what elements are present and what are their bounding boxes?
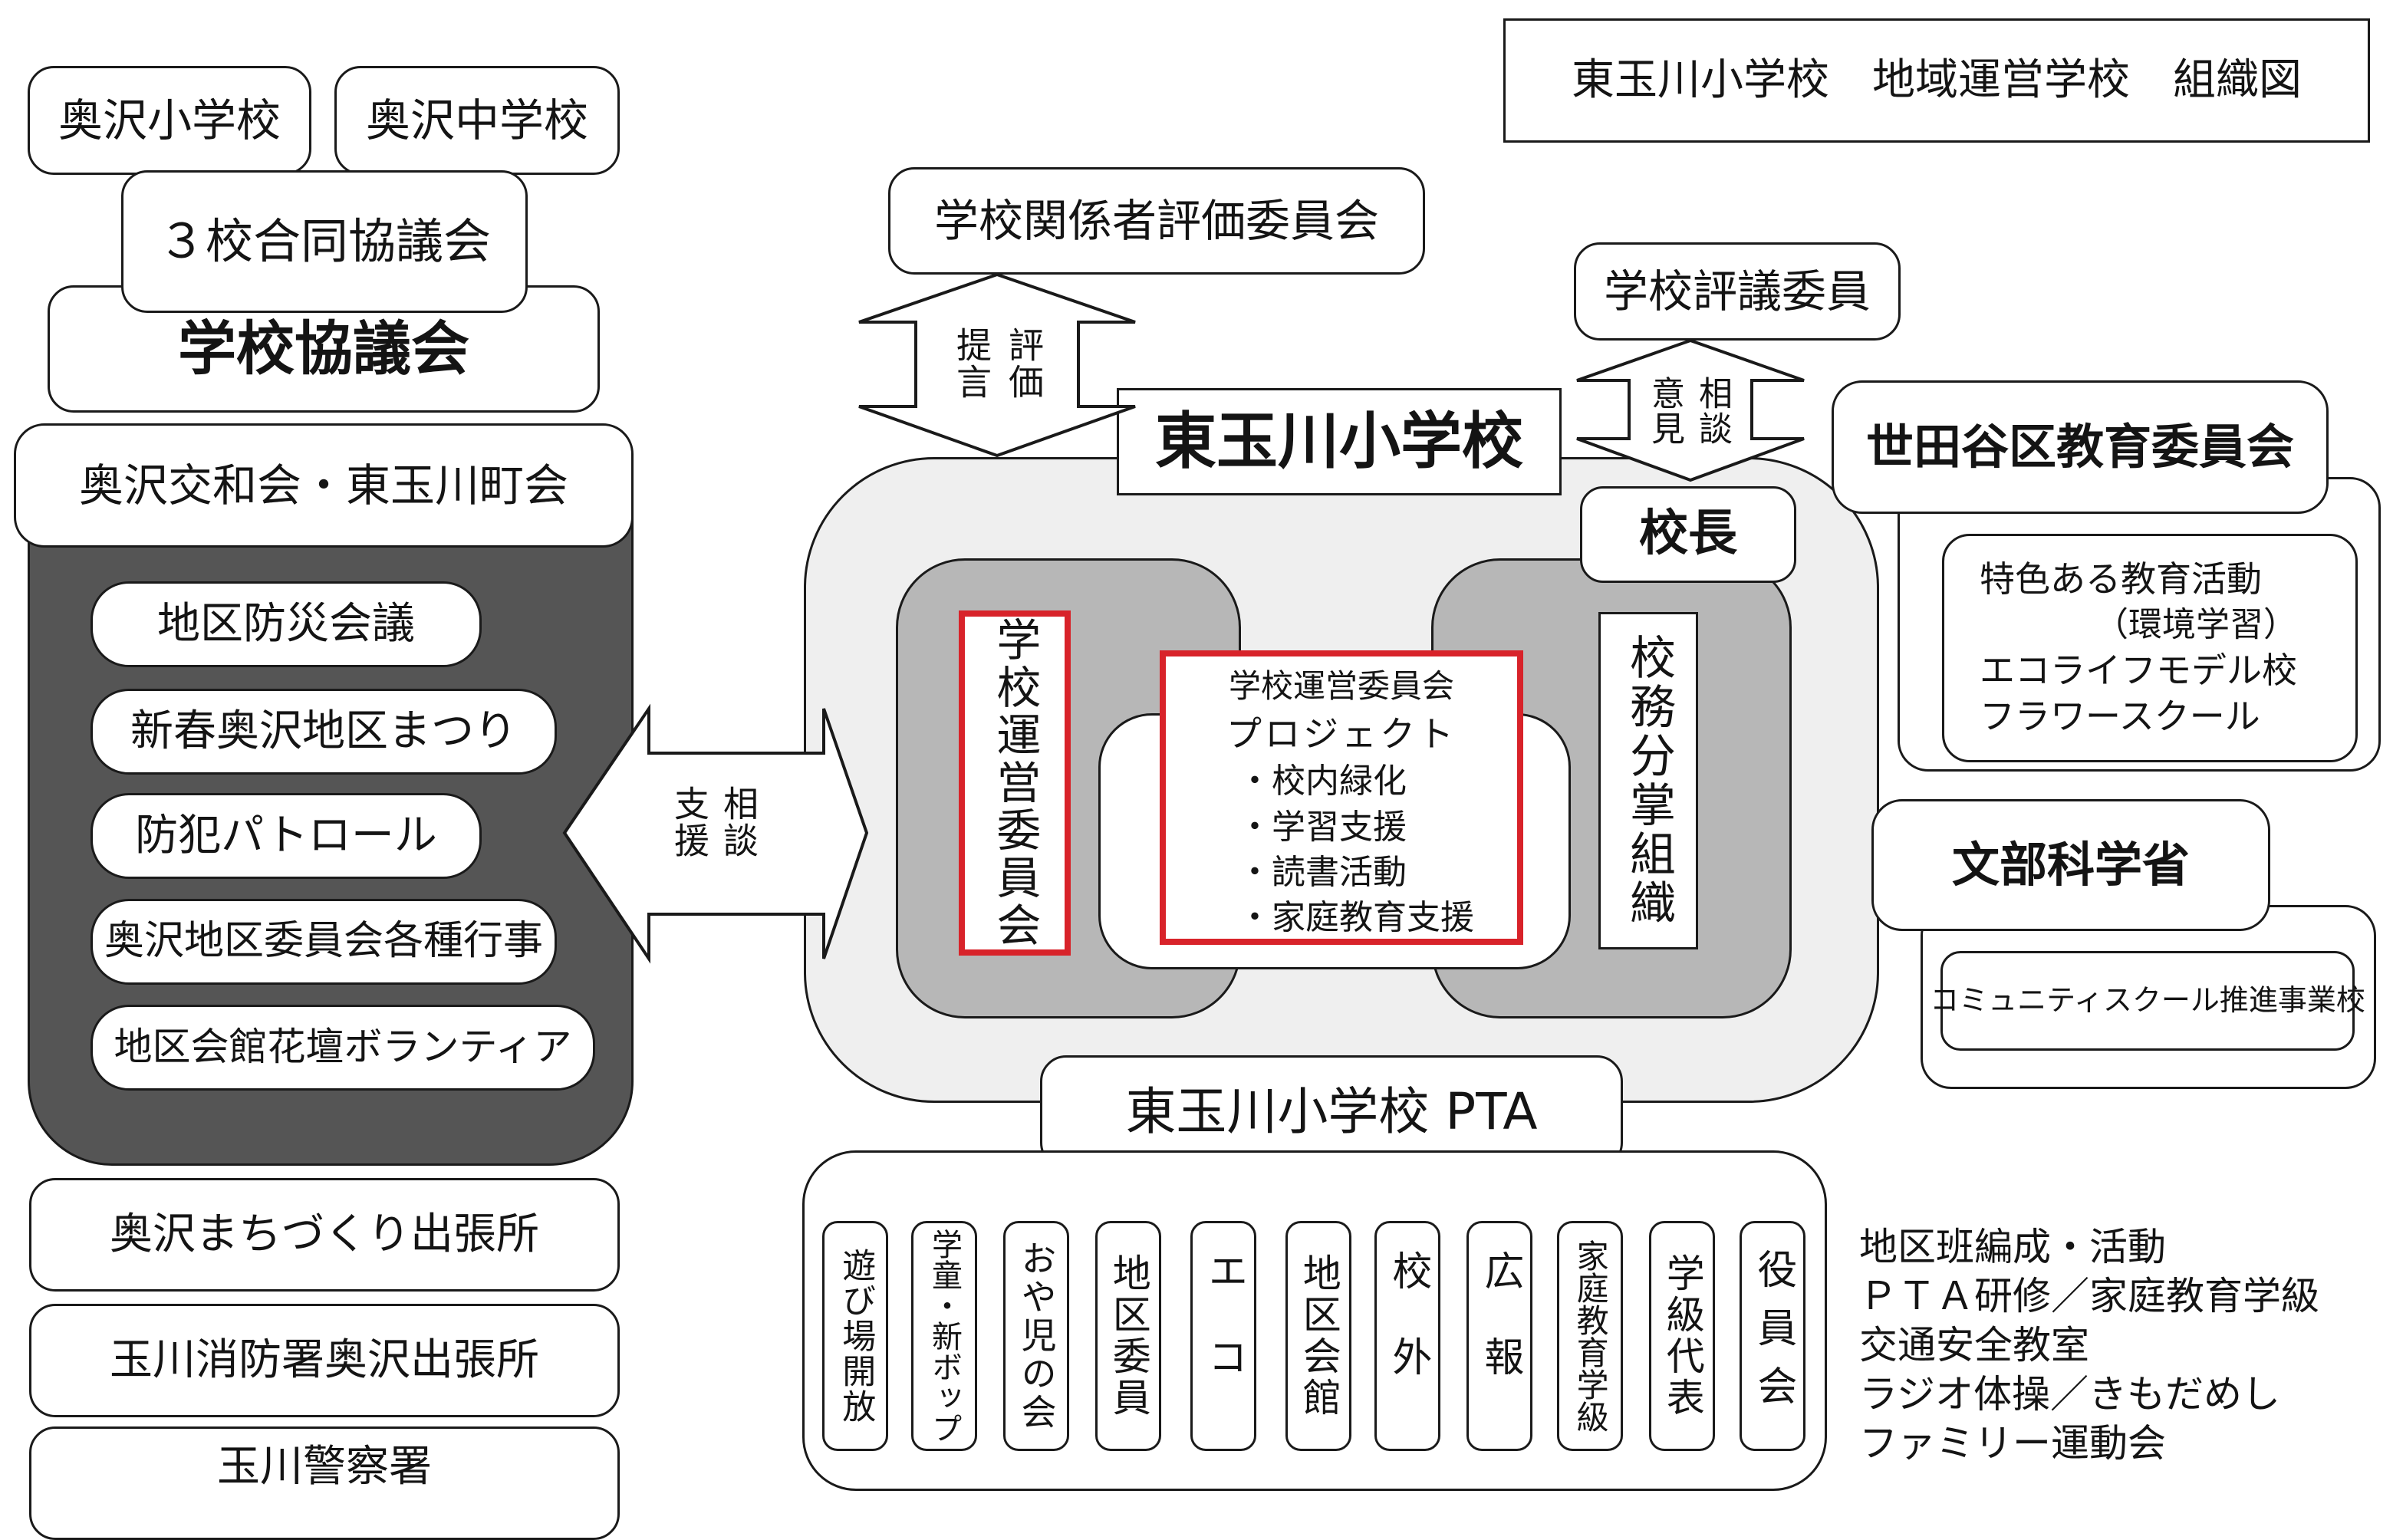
arrows-layer (562, 272, 1805, 964)
board-items-box: 特色ある教育活動 （環境学習） エコライフモデル校 フラワースクール (1942, 534, 2358, 762)
pta-committee: 広報 (1466, 1221, 1532, 1451)
project-item: ・家庭教育支援 (1238, 898, 1474, 938)
pta-activity: ファミリー運動会 (1859, 1421, 2166, 1466)
event-box: 新春奥沢地区まつり (91, 689, 557, 775)
pta-activities-list: 地区班編成・活動 ＰＴＡ研修／家庭教育学級 交通安全教室 ラジオ体操／きもだめし… (1859, 1222, 2319, 1468)
principal-box: 校長 (1580, 486, 1796, 583)
board-item: フラワースクール (1980, 696, 2260, 738)
school-name-box: 東玉川小学校 (1117, 388, 1562, 495)
council-arrow (1576, 338, 1805, 482)
arrow-label-opinion: 意見 (1645, 376, 1684, 446)
community-association-box: 奥沢交和会・東玉川町会 (14, 423, 634, 548)
school-management-committee-vertical: 学校運営委員会 (959, 610, 1071, 956)
board-item: （環境学習） (2095, 604, 2297, 644)
okusawa-junior-high-box: 奥沢中学校 (334, 66, 620, 175)
event-box: 地区会館花壇ボランティア (91, 1005, 595, 1091)
project-heading: プロジェクト (1226, 712, 1457, 755)
joint-council-box: ３校合同協議会 (121, 170, 528, 313)
evaluation-committee-box: 学校関係者評価委員会 (888, 167, 1425, 275)
board-item: エコライフモデル校 (1980, 649, 2297, 691)
ministry-box: 文部科学省 (1871, 799, 2270, 931)
support-arrow (562, 703, 869, 964)
pta-committee: 地区会館 (1285, 1221, 1351, 1451)
project-item: ・読書活動 (1238, 852, 1407, 892)
council-member-box: 学校評議委員 (1574, 242, 1901, 341)
pta-committee: 学級代表 (1649, 1221, 1715, 1451)
arrow-label-evaluation: 評価 (1003, 327, 1045, 400)
pta-committee: エコ (1190, 1221, 1256, 1451)
arrow-label-consult: 相談 (1693, 376, 1732, 446)
pta-committee: 学童・新ボップ (911, 1221, 977, 1451)
pta-committee: おや児の会 (1003, 1221, 1069, 1451)
office-box: 玉川消防署奥沢出張所 (29, 1304, 620, 1417)
project-box: 学校運営委員会 プロジェクト ・校内緑化 ・学習支援 ・読書活動 ・家庭教育支援 (1160, 650, 1523, 945)
project-item: ・校内緑化 (1238, 762, 1407, 801)
event-box: 奥沢地区委員会各種行事 (91, 899, 557, 985)
event-box: 防犯パトロール (91, 793, 482, 879)
pta-committee: 地区委員 (1095, 1221, 1161, 1451)
arrow-label-consult: 相談 (718, 785, 759, 859)
arrow-label-proposal: 提言 (951, 327, 992, 400)
arrow-label-support: 支援 (669, 785, 710, 859)
event-box: 地区防災会議 (91, 581, 482, 667)
pta-committee: 遊び場開放 (822, 1221, 888, 1451)
pta-box: 東玉川小学校 PTA (1040, 1055, 1623, 1169)
ministry-item-box: コミュニティスクール推進事業校 (1930, 951, 2365, 1051)
pta-activity: ＰＴＡ研修／家庭教育学級 (1859, 1274, 2319, 1318)
pta-committee: 家庭教育学級 (1557, 1221, 1623, 1451)
diagram-title: 東玉川小学校 地域運営学校 組織図 (1503, 18, 2370, 143)
pta-activity: ラジオ体操／きもだめし (1859, 1372, 2280, 1417)
board-item: 特色ある教育活動 (1980, 558, 2262, 600)
pta-committee: 役員会 (1740, 1221, 1805, 1451)
project-committee-label: 学校運営委員会 (1228, 667, 1454, 705)
office-box: 奥沢まちづくり出張所 (29, 1178, 620, 1292)
duty-organization-box: 校務分掌組織 (1598, 612, 1698, 949)
board-of-education-box: 世田谷区教育委員会 (1832, 380, 2329, 514)
evaluation-arrow (858, 272, 1136, 458)
pta-committee: 校外 (1374, 1221, 1440, 1451)
pta-activity: 交通安全教室 (1859, 1323, 2089, 1367)
pta-activity: 地区班編成・活動 (1859, 1225, 2166, 1269)
project-item: ・学習支援 (1238, 807, 1407, 847)
